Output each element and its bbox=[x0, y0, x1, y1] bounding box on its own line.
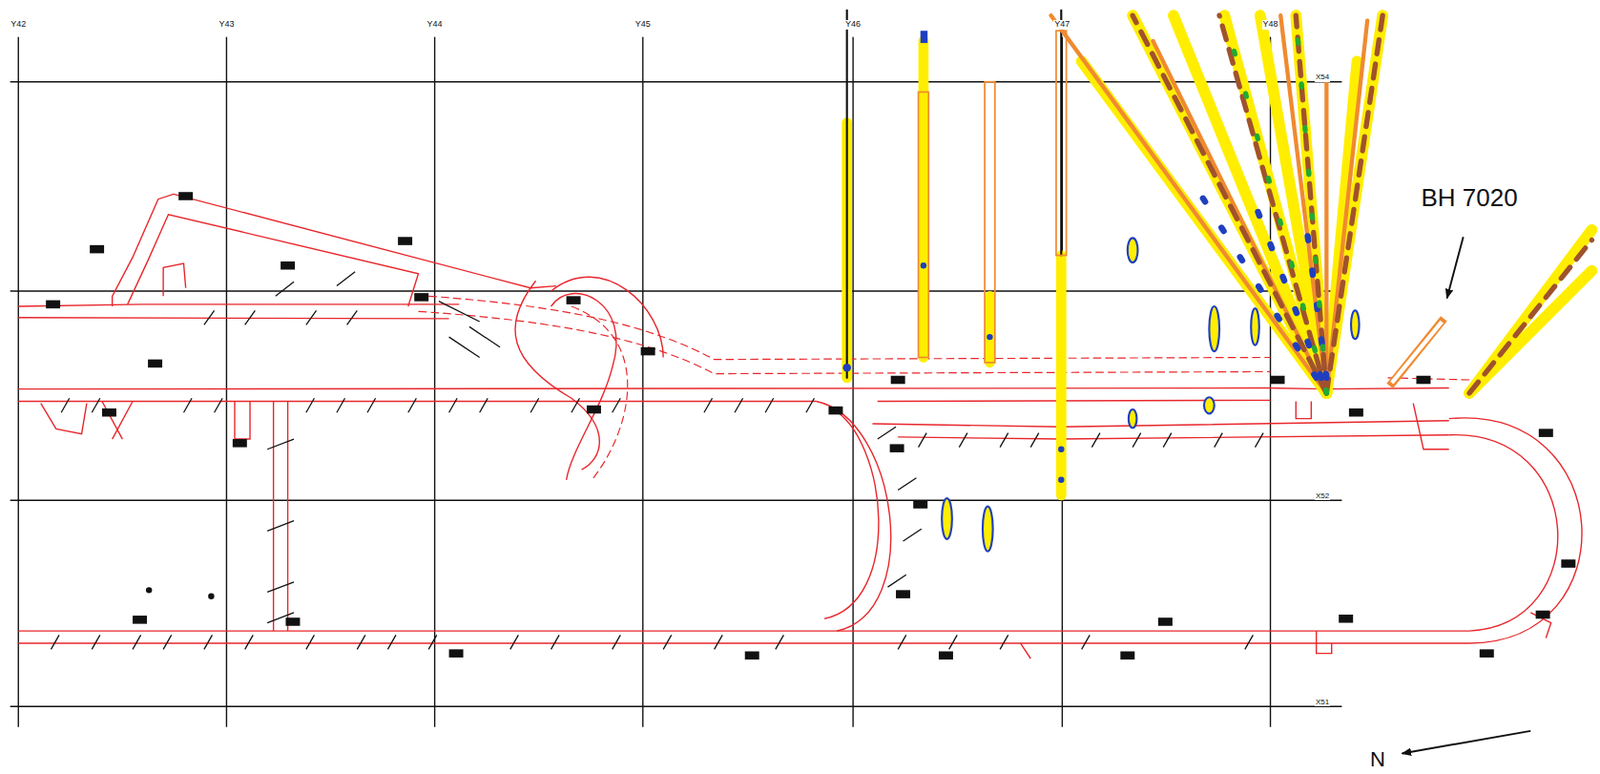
grid-label: Y45 bbox=[634, 20, 652, 30]
grid-label: X52 bbox=[1314, 492, 1330, 501]
grid-label: Y48 bbox=[1262, 20, 1280, 30]
hatch-marks bbox=[50, 271, 1264, 650]
grid-label: Y44 bbox=[426, 20, 444, 30]
grid-label: X51 bbox=[1314, 698, 1330, 707]
grid-label: Y43 bbox=[217, 20, 235, 30]
north-label: N bbox=[1369, 748, 1387, 771]
grid-label: Y46 bbox=[844, 20, 862, 30]
grid-label: X54 bbox=[1314, 73, 1330, 83]
leader-arrow bbox=[1447, 236, 1464, 298]
grid-label: Y42 bbox=[9, 20, 27, 30]
boreholes bbox=[842, 10, 1592, 552]
grid-label: Y47 bbox=[1053, 20, 1071, 30]
borehole-label: BH 7020 bbox=[1420, 184, 1519, 212]
north-arrow bbox=[1402, 730, 1532, 754]
